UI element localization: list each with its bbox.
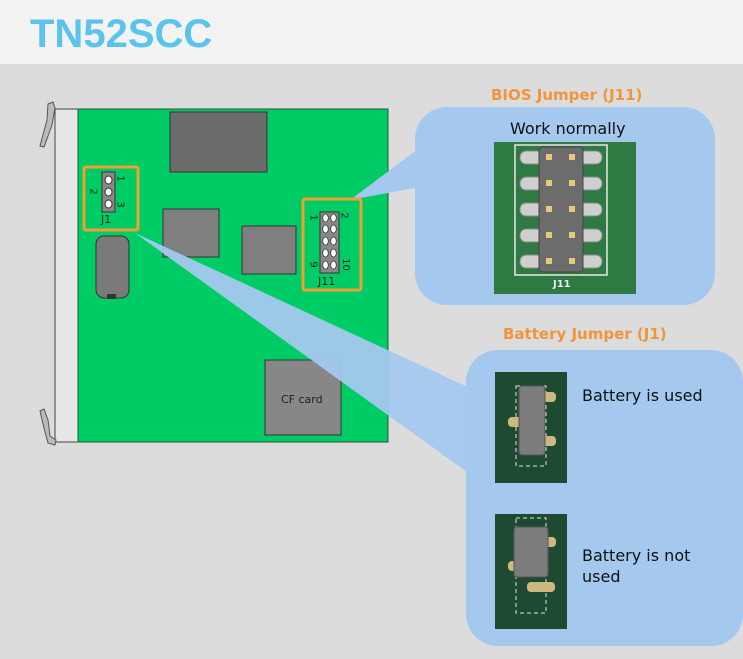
j1-pin	[104, 199, 113, 209]
bottom-ejector-lever	[39, 408, 57, 446]
bios-jumper-caption: Work normally	[510, 119, 626, 138]
bios-photo-label: J11	[553, 279, 571, 290]
j1-label: J1	[101, 213, 112, 226]
j1-highlight-box	[82, 165, 140, 232]
battery-not-used-caption-line1: Battery is not	[582, 546, 691, 565]
bios-jumper-photo	[494, 142, 636, 294]
battery-contact	[107, 294, 116, 299]
j11-pin-10-label: 10	[339, 258, 351, 271]
top-ejector-lever	[39, 101, 56, 148]
j11-pins	[322, 213, 337, 270]
header-bar: TN52SCC	[0, 0, 743, 64]
bios-callout-pointer	[350, 140, 430, 200]
j1-pin-1-label: 1	[114, 175, 126, 182]
j1-pin-2-label: 2	[87, 188, 99, 195]
chip-left	[162, 208, 220, 258]
cf-card	[264, 359, 342, 436]
battery-not-used-caption-line2: used	[582, 567, 621, 586]
page-title: TN52SCC	[30, 12, 213, 56]
j11-pin-9-label: 9	[307, 261, 319, 268]
battery	[95, 235, 130, 299]
battery-used-photo	[495, 372, 567, 483]
battery-used-caption: Battery is used	[582, 386, 703, 405]
j11-label: J11	[318, 275, 336, 288]
chip-large	[169, 111, 268, 173]
j11-highlight-box	[301, 197, 363, 292]
j11-pin-2-label: 2	[338, 212, 350, 219]
faceplate	[54, 108, 79, 443]
j11-pin-1-label: 1	[307, 214, 319, 221]
battery-callout-pointer	[135, 233, 485, 485]
bios-jumper-title: BIOS Jumper (J11)	[491, 86, 643, 104]
j1-pin-3-label: 3	[114, 201, 126, 208]
cf-card-label: CF card	[281, 393, 323, 406]
j1-pin	[104, 175, 113, 185]
battery-jumper-title: Battery Jumper (J1)	[503, 325, 667, 343]
chip-middle	[241, 225, 297, 275]
j1-pin	[104, 187, 113, 197]
battery-not-used-photo	[495, 514, 567, 629]
